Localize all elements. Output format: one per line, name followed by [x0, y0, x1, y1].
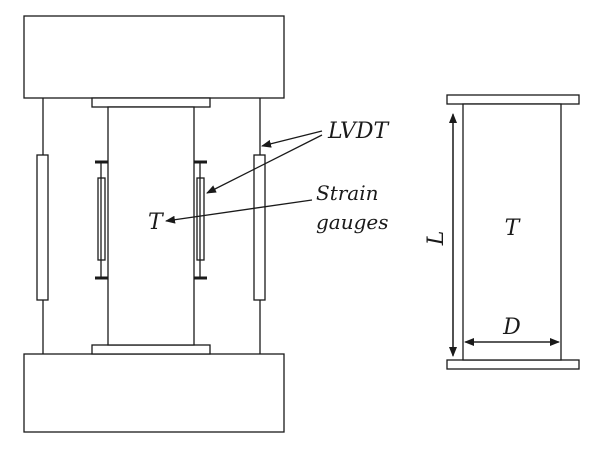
lvdt-arrow-1	[261, 130, 323, 148]
right-bottom-cap	[446, 359, 580, 370]
lvdt-arrow-2	[206, 134, 323, 194]
length-label: L	[424, 231, 449, 247]
top-platen	[23, 15, 285, 99]
specimen-label-left: T	[148, 210, 165, 235]
testing-machine: T	[23, 15, 285, 433]
bottom-end-cap	[91, 344, 211, 355]
lvdt-label: LVDT	[327, 119, 391, 144]
bottom-platen	[23, 353, 285, 433]
lvdt-left	[36, 154, 49, 301]
specimen-label-right: T	[505, 216, 522, 241]
strain-gauge-right	[194, 160, 207, 280]
specimen-left	[107, 106, 195, 346]
leader-arrows	[165, 130, 323, 224]
diameter-label: D	[502, 315, 521, 340]
strain-label-line1: Strain	[316, 181, 379, 205]
strain-arrow	[165, 199, 313, 224]
strain-gauge-left	[95, 160, 108, 280]
lvdt-right	[253, 154, 266, 301]
specimen-dimension-view: L D T	[424, 94, 580, 370]
strain-label-line2: gauges	[316, 210, 389, 234]
right-top-cap	[446, 94, 580, 105]
specimen-right	[462, 103, 562, 361]
top-end-cap	[91, 97, 211, 108]
